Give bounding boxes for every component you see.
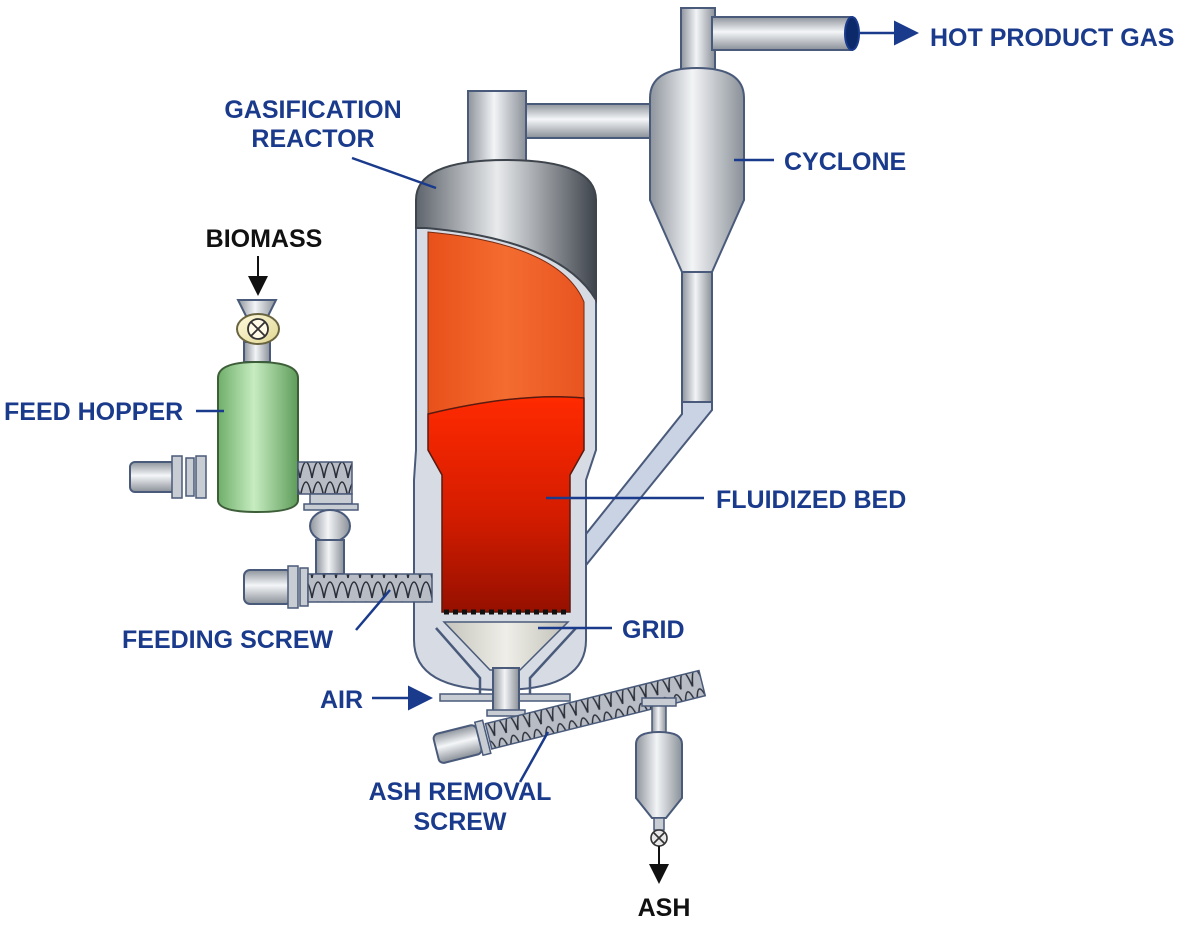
feeding-screw: [243, 565, 433, 609]
ash-label: ASH: [638, 894, 691, 922]
feeding-screw-label: FEEDING SCREW: [122, 626, 334, 654]
ash-outlet: [486, 667, 526, 717]
cyclone-label: CYCLONE: [784, 148, 906, 176]
ash-removal-screw-label-line1: ASH REMOVAL: [369, 778, 552, 806]
ash-collection-vessel: [635, 697, 683, 831]
ash-valve-icon: [650, 829, 668, 847]
gasification-reactor-label-line2: REACTOR: [251, 125, 374, 153]
fluidized-bed-label: FLUIDIZED BED: [716, 486, 906, 514]
fluidized-bed-zone: [427, 395, 585, 613]
hot-product-gas-label: HOT PRODUCT GAS: [930, 24, 1174, 52]
rotary-valve-icon: [236, 313, 280, 345]
cyclone: [519, 66, 745, 576]
ash-removal-screw: [432, 669, 707, 764]
feeding-screw-leader: [355, 589, 391, 631]
feed-hopper-label: FEED HOPPER: [4, 398, 183, 426]
biomass-label: BIOMASS: [206, 225, 323, 253]
grid-label: GRID: [622, 616, 685, 644]
gasification-reactor-label-line1: GASIFICATION: [224, 96, 401, 124]
ash-screw-leader: [518, 731, 550, 783]
reactor-leader: [351, 156, 437, 190]
air-label: AIR: [320, 686, 363, 714]
air-plenum: [435, 627, 577, 700]
product-gas-pipe: [680, 7, 860, 87]
feed-hopper: [217, 299, 299, 514]
hopper-auger: [129, 455, 359, 511]
ash-removal-screw-label-line2: SCREW: [413, 808, 506, 836]
drop-valve: [309, 509, 351, 575]
